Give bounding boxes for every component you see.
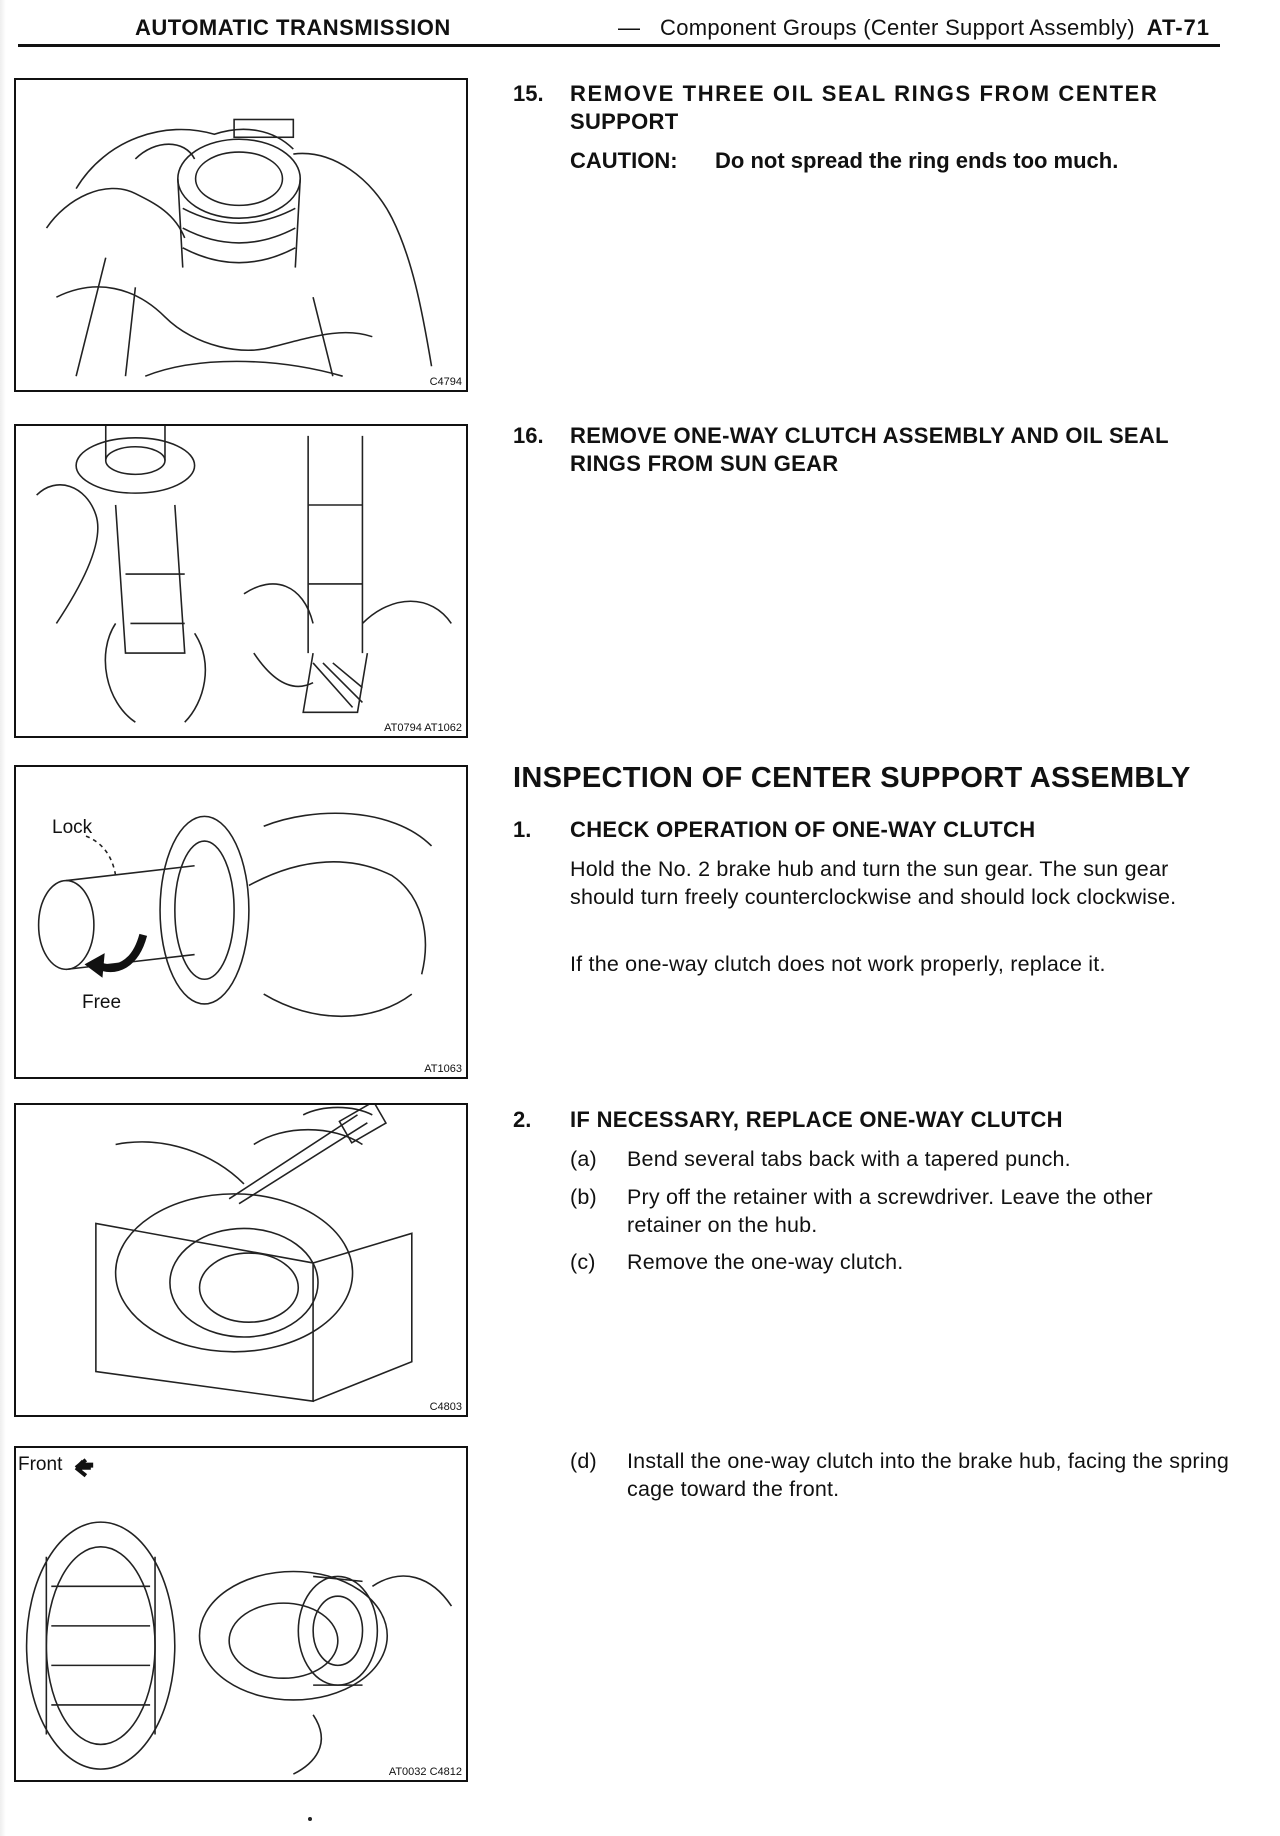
header-rule — [18, 44, 1220, 47]
clutch-check-illustration — [37, 812, 433, 1017]
figure-code: C4803 — [429, 1401, 462, 1413]
figure-oil-seal-rings: C4794 — [14, 78, 468, 392]
figure-check-operation: Lock Free AT1063 — [14, 765, 468, 1079]
caution-label: CAUTION: — [570, 148, 678, 173]
figure-code: AT0794 AT1062 — [384, 722, 462, 734]
retainer-removal-illustration — [95, 1105, 413, 1403]
caution-text: Do not spread the ring ends too much. — [715, 148, 1119, 173]
step-number: 16. — [513, 423, 544, 448]
sub-step-text: Pry off the retainer with a screwdriver.… — [627, 1185, 1153, 1237]
step-number: 15. — [513, 81, 544, 106]
oil-seal-rings-illustration — [45, 118, 433, 377]
free-label: Free — [82, 992, 122, 1013]
sub-step-text: Bend several tabs back with a tapered pu… — [627, 1147, 1071, 1171]
sub-step-a: (a) Bend several tabs back with a tapere… — [570, 1145, 1230, 1173]
figure-one-way-clutch-removal: AT0794 AT1062 — [14, 424, 468, 738]
figure-install-clutch: Front ⬅ AT0032 C4812 — [14, 1446, 468, 1782]
caution-note: CAUTION: Do not spread the ring ends too … — [570, 148, 1118, 174]
step-15: 15. REMOVE THREE OIL SEAL RINGS FROM CEN… — [513, 80, 1223, 136]
page-mark — [308, 1817, 312, 1821]
step-number: 2. — [513, 1107, 532, 1132]
sub-step-marker: (a) — [570, 1147, 597, 1171]
figure-code: C4794 — [429, 376, 462, 388]
sub-step-c: (c) Remove the one-way clutch. — [570, 1248, 1230, 1276]
step-title: CHECK OPERATION OF ONE-WAY CLUTCH — [570, 817, 1036, 842]
front-label: Front — [18, 1454, 63, 1475]
step-number: 1. — [513, 817, 532, 842]
sub-step-b: (b) Pry off the retainer with a screwdri… — [570, 1183, 1230, 1239]
sub-step-marker: (b) — [570, 1185, 597, 1209]
figure-code: AT1063 — [424, 1063, 462, 1075]
step-title-line1: REMOVE THREE OIL SEAL RINGS FROM CENTER — [570, 81, 1159, 106]
figure-replace-clutch: C4803 — [14, 1103, 468, 1417]
sub-step-marker: (c) — [570, 1250, 596, 1274]
page-gutter — [0, 0, 6, 1836]
sun-gear-illustration — [36, 426, 452, 723]
clutch-install-illustration — [25, 1458, 453, 1775]
paragraph: Hold the No. 2 brake hub and turn the su… — [570, 857, 1177, 909]
step-title-line2: SUPPORT — [570, 109, 679, 134]
page-header: AUTOMATIC TRANSMISSION — Component Group… — [130, 12, 1220, 48]
inspection-step-2: 2. IF NECESSARY, REPLACE ONE-WAY CLUTCH — [513, 1106, 1223, 1134]
step-title-line1: REMOVE ONE-WAY CLUTCH ASSEMBLY AND OIL S… — [570, 423, 1169, 448]
arrow-left-icon: ⬅ — [76, 1452, 95, 1477]
section-heading: INSPECTION OF CENTER SUPPORT ASSEMBLY — [513, 762, 1191, 794]
sub-step-text: Remove the one-way clutch. — [627, 1250, 904, 1274]
figure-code: AT0032 C4812 — [388, 1766, 462, 1778]
sub-step-d: (d) Install the one-way clutch into the … — [570, 1447, 1230, 1503]
sub-step-marker: (d) — [570, 1449, 597, 1473]
section-title: AUTOMATIC TRANSMISSION — [135, 15, 451, 40]
step-title-line2: RINGS FROM SUN GEAR — [570, 451, 839, 476]
inspection-step-1: 1. CHECK OPERATION OF ONE-WAY CLUTCH — [513, 816, 1223, 844]
section-subtitle: Component Groups (Center Support Assembl… — [660, 15, 1135, 40]
header-dash: — — [618, 15, 640, 40]
step-title: IF NECESSARY, REPLACE ONE-WAY CLUTCH — [570, 1107, 1063, 1132]
paragraph: If the one-way clutch does not work prop… — [570, 952, 1106, 976]
lock-label: Lock — [52, 817, 93, 838]
step-16: 16. REMOVE ONE-WAY CLUTCH ASSEMBLY AND O… — [513, 422, 1223, 478]
page-number: AT-71 — [1146, 15, 1210, 40]
sub-step-text: Install the one-way clutch into the brak… — [627, 1449, 1230, 1501]
